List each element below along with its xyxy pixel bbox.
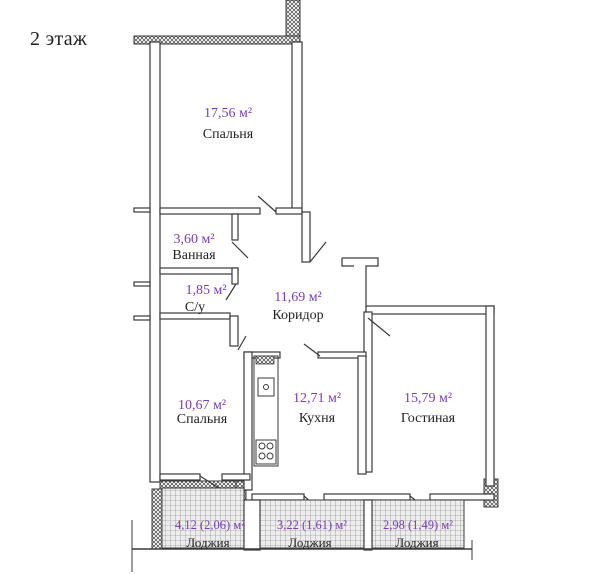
door-bathroom — [231, 241, 249, 259]
exterior-wall-top-horizontal — [133, 35, 301, 45]
wall-tick-3 — [133, 315, 151, 321]
loggia-name: Лоджия — [288, 535, 331, 550]
room-area: 12,71 м² — [293, 391, 341, 406]
stove-icon — [255, 439, 277, 465]
wall-living-top — [365, 305, 495, 315]
exterior-wall-loggia-left — [151, 488, 163, 550]
loggia-area: 3,22 (1,61) м² — [277, 518, 347, 532]
sink-icon — [257, 377, 275, 397]
burner-3 — [258, 452, 266, 460]
loggia-1-floor — [161, 487, 245, 549]
floor-label: 2 этаж — [30, 28, 88, 50]
room-area: 17,56 м² — [204, 106, 252, 121]
loggia-divider-2 — [363, 499, 373, 551]
wall-corridor-column — [301, 211, 311, 263]
wall-bath-right — [231, 213, 239, 241]
kitchen-vent — [255, 355, 275, 365]
loggia-3-floor — [371, 499, 465, 549]
door-wc — [225, 283, 237, 301]
wall-bath-bottom — [159, 267, 239, 275]
walls — [133, 41, 495, 501]
room-area: 10,67 м² — [178, 398, 226, 413]
room-area: 3,60 м² — [173, 232, 214, 247]
wall-bedroom-bottom-2 — [221, 473, 251, 481]
burner-4 — [266, 452, 274, 460]
wall-tick-1 — [133, 207, 151, 213]
door-kitchen — [303, 343, 321, 357]
door-entrance — [309, 241, 327, 263]
room-name: Спальня — [177, 412, 228, 427]
wall-bottom-3 — [429, 493, 495, 501]
wall-bottom-2 — [323, 493, 411, 501]
loggia-area: 2,98 (1,49) м² — [383, 518, 453, 532]
room-labels: 17,56 м² Спальня 3,60 м² Ванная 1,85 м² … — [172, 106, 455, 427]
room-name: С/у — [185, 300, 205, 315]
kitchen-counter — [253, 355, 279, 467]
loggia-area: 4,12 (2,06) м² — [175, 518, 245, 532]
door-bedroom-bottom — [237, 335, 247, 351]
wall-left — [149, 41, 161, 483]
wall-bedroom-bottom-right — [275, 207, 303, 215]
burner-2 — [266, 442, 274, 450]
kitchen-fixtures — [253, 355, 279, 467]
room-name: Кухня — [299, 411, 336, 426]
loggias — [131, 487, 473, 572]
wall-bottom-1 — [251, 493, 305, 501]
wall-bedroom-right — [291, 41, 303, 213]
burner-1 — [258, 442, 266, 450]
room-area: 1,85 м² — [185, 283, 226, 298]
room-area: 11,69 м² — [274, 290, 322, 305]
room-name: Гостиная — [401, 411, 456, 426]
wall-living-right — [485, 305, 495, 487]
wall-bedroom-bottom — [159, 473, 201, 481]
room-area: 15,79 м² — [404, 391, 452, 406]
room-name: Ванная — [172, 248, 216, 263]
door-bedroom-top — [257, 195, 277, 213]
wall-entry-niche-left — [341, 258, 354, 267]
loggia-labels: 4,12 (2,06) м² Лоджия 3,22 (1,61) м² Лод… — [175, 518, 453, 550]
sink-drain — [263, 384, 269, 390]
room-name: Спальня — [203, 127, 254, 142]
loggia-name: Лоджия — [395, 535, 438, 550]
doors — [199, 195, 429, 511]
wall-kitchen-left — [243, 351, 253, 491]
wall-wc-right — [231, 267, 239, 285]
wall-kitchen-right — [357, 355, 367, 475]
wall-bedroom-bottom-left — [159, 207, 261, 215]
loggia-divider-1 — [243, 499, 261, 551]
wall-wc-corner — [229, 315, 239, 347]
room-name: Коридор — [272, 308, 323, 323]
door-living — [367, 317, 391, 337]
wall-tick-2 — [133, 281, 151, 287]
loggia-name: Лоджия — [186, 535, 229, 550]
